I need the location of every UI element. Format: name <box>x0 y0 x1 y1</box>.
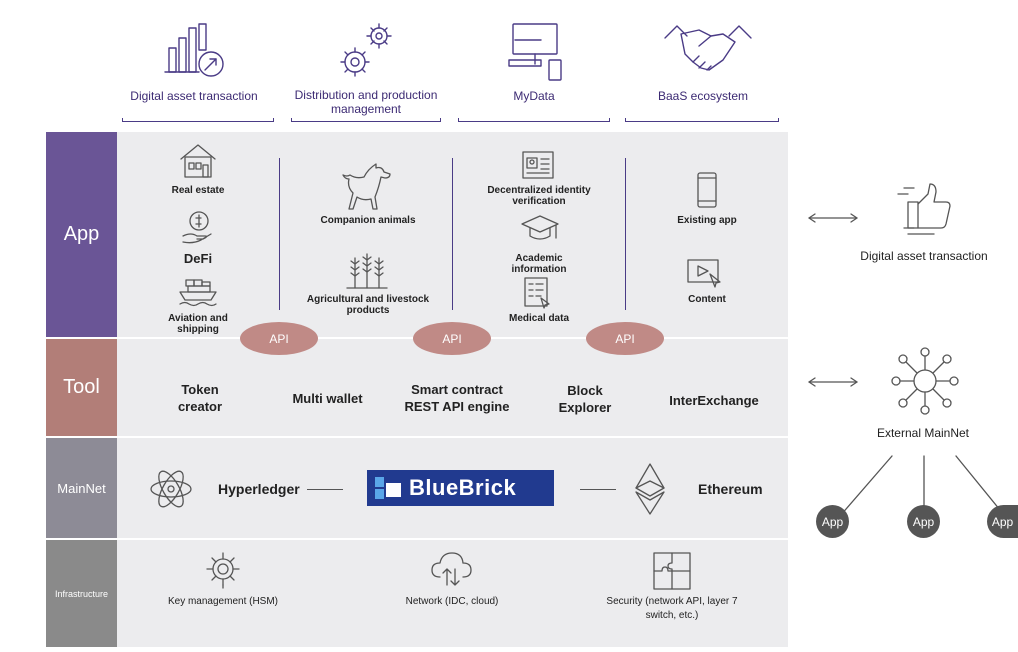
infra-network: Network (IDC, cloud) <box>405 596 499 607</box>
bracket-distribution <box>291 118 441 122</box>
mainnet-hyperledger: Hyperledger <box>218 481 300 497</box>
app-existing: Existing app <box>677 215 737 226</box>
app-divider-1 <box>279 158 280 310</box>
api-badge-1: API <box>240 322 318 355</box>
puzzle-security-icon <box>653 552 691 590</box>
house-icon <box>180 144 216 178</box>
tool-block-explorer: Block Explorer <box>558 383 612 415</box>
app-companion: Companion animals <box>320 215 416 226</box>
coin-hand-icon <box>182 211 212 244</box>
app-divider-2 <box>452 158 453 310</box>
tool-smart-contract: Smart contract REST API engine <box>404 382 510 414</box>
layer-app: App <box>46 132 117 337</box>
app-defi: DeFi <box>183 251 213 266</box>
cloud-network-icon <box>431 552 472 586</box>
infra-row <box>117 540 788 647</box>
thumbs-up-icon <box>897 183 951 235</box>
key-management-icon <box>206 552 240 589</box>
external-app-1: App <box>816 505 849 538</box>
mainnet-ethereum: Ethereum <box>698 481 763 497</box>
gears-icon <box>340 23 392 77</box>
smartphone-icon <box>697 172 717 208</box>
app-real-estate: Real estate <box>171 185 225 196</box>
api-badge-2: API <box>413 322 491 355</box>
brand-name: BlueBrick <box>409 475 517 500</box>
id-card-icon <box>522 151 554 179</box>
double-arrow-icon-top <box>808 213 858 223</box>
atom-icon <box>150 470 192 508</box>
bracket-digital <box>122 118 274 122</box>
bluebrick-mark-icon <box>375 477 401 499</box>
infra-key-management: Key management (HSM) <box>167 596 279 607</box>
right-external-label: External MainNet <box>876 426 970 440</box>
handshake-icon <box>664 25 752 71</box>
tool-interexchange: InterExchange <box>669 393 759 408</box>
right-digital-label: Digital asset transaction <box>860 249 988 263</box>
app-aviation: Aviation and shipping <box>168 313 228 335</box>
double-arrow-icon-mid <box>808 377 858 387</box>
content-icon <box>687 259 721 288</box>
layer-infrastructure: Infrastructure <box>46 540 117 647</box>
connector-right <box>580 489 616 490</box>
bar-chart-arrow-icon <box>164 23 224 77</box>
tool-multi-wallet: Multi wallet <box>292 391 363 406</box>
bluebrick-logo: BlueBrick <box>367 470 554 506</box>
external-app-3: App <box>987 505 1018 538</box>
app-medical: Medical data <box>508 313 570 324</box>
app-divider-3 <box>625 158 626 310</box>
app-content: Content <box>688 294 726 305</box>
layer-tool: Tool <box>46 339 117 436</box>
layer-mainnet: MainNet <box>46 438 117 538</box>
graduation-cap-icon <box>521 215 559 240</box>
bracket-baas <box>625 118 779 122</box>
medical-record-icon <box>524 277 550 309</box>
tool-row <box>117 339 788 436</box>
infra-security: Security (network API, layer 7 switch, e… <box>606 596 738 621</box>
category-label-distribution: Distribution and production management <box>294 88 438 116</box>
ship-icon <box>179 279 217 307</box>
tool-token-creator: Token creator <box>177 382 223 414</box>
connector-left <box>307 489 343 490</box>
devices-icon <box>508 23 562 81</box>
dog-icon <box>342 163 391 210</box>
category-label-digital: Digital asset transaction <box>130 89 258 103</box>
api-badge-3: API <box>586 322 664 355</box>
category-label-baas: BaaS ecosystem <box>657 89 749 103</box>
external-app-2: App <box>907 505 940 538</box>
app-academic: Academic information <box>511 253 567 275</box>
app-agricultural: Agricultural and livestock products <box>306 294 430 316</box>
network-hub-icon <box>891 347 959 415</box>
ethereum-icon <box>635 463 665 515</box>
external-connectors <box>839 455 1001 517</box>
app-did: Decentralized identity verification <box>487 185 591 207</box>
wheat-icon <box>346 253 388 289</box>
bracket-mydata <box>458 118 610 122</box>
category-label-mydata: MyData <box>513 89 555 103</box>
